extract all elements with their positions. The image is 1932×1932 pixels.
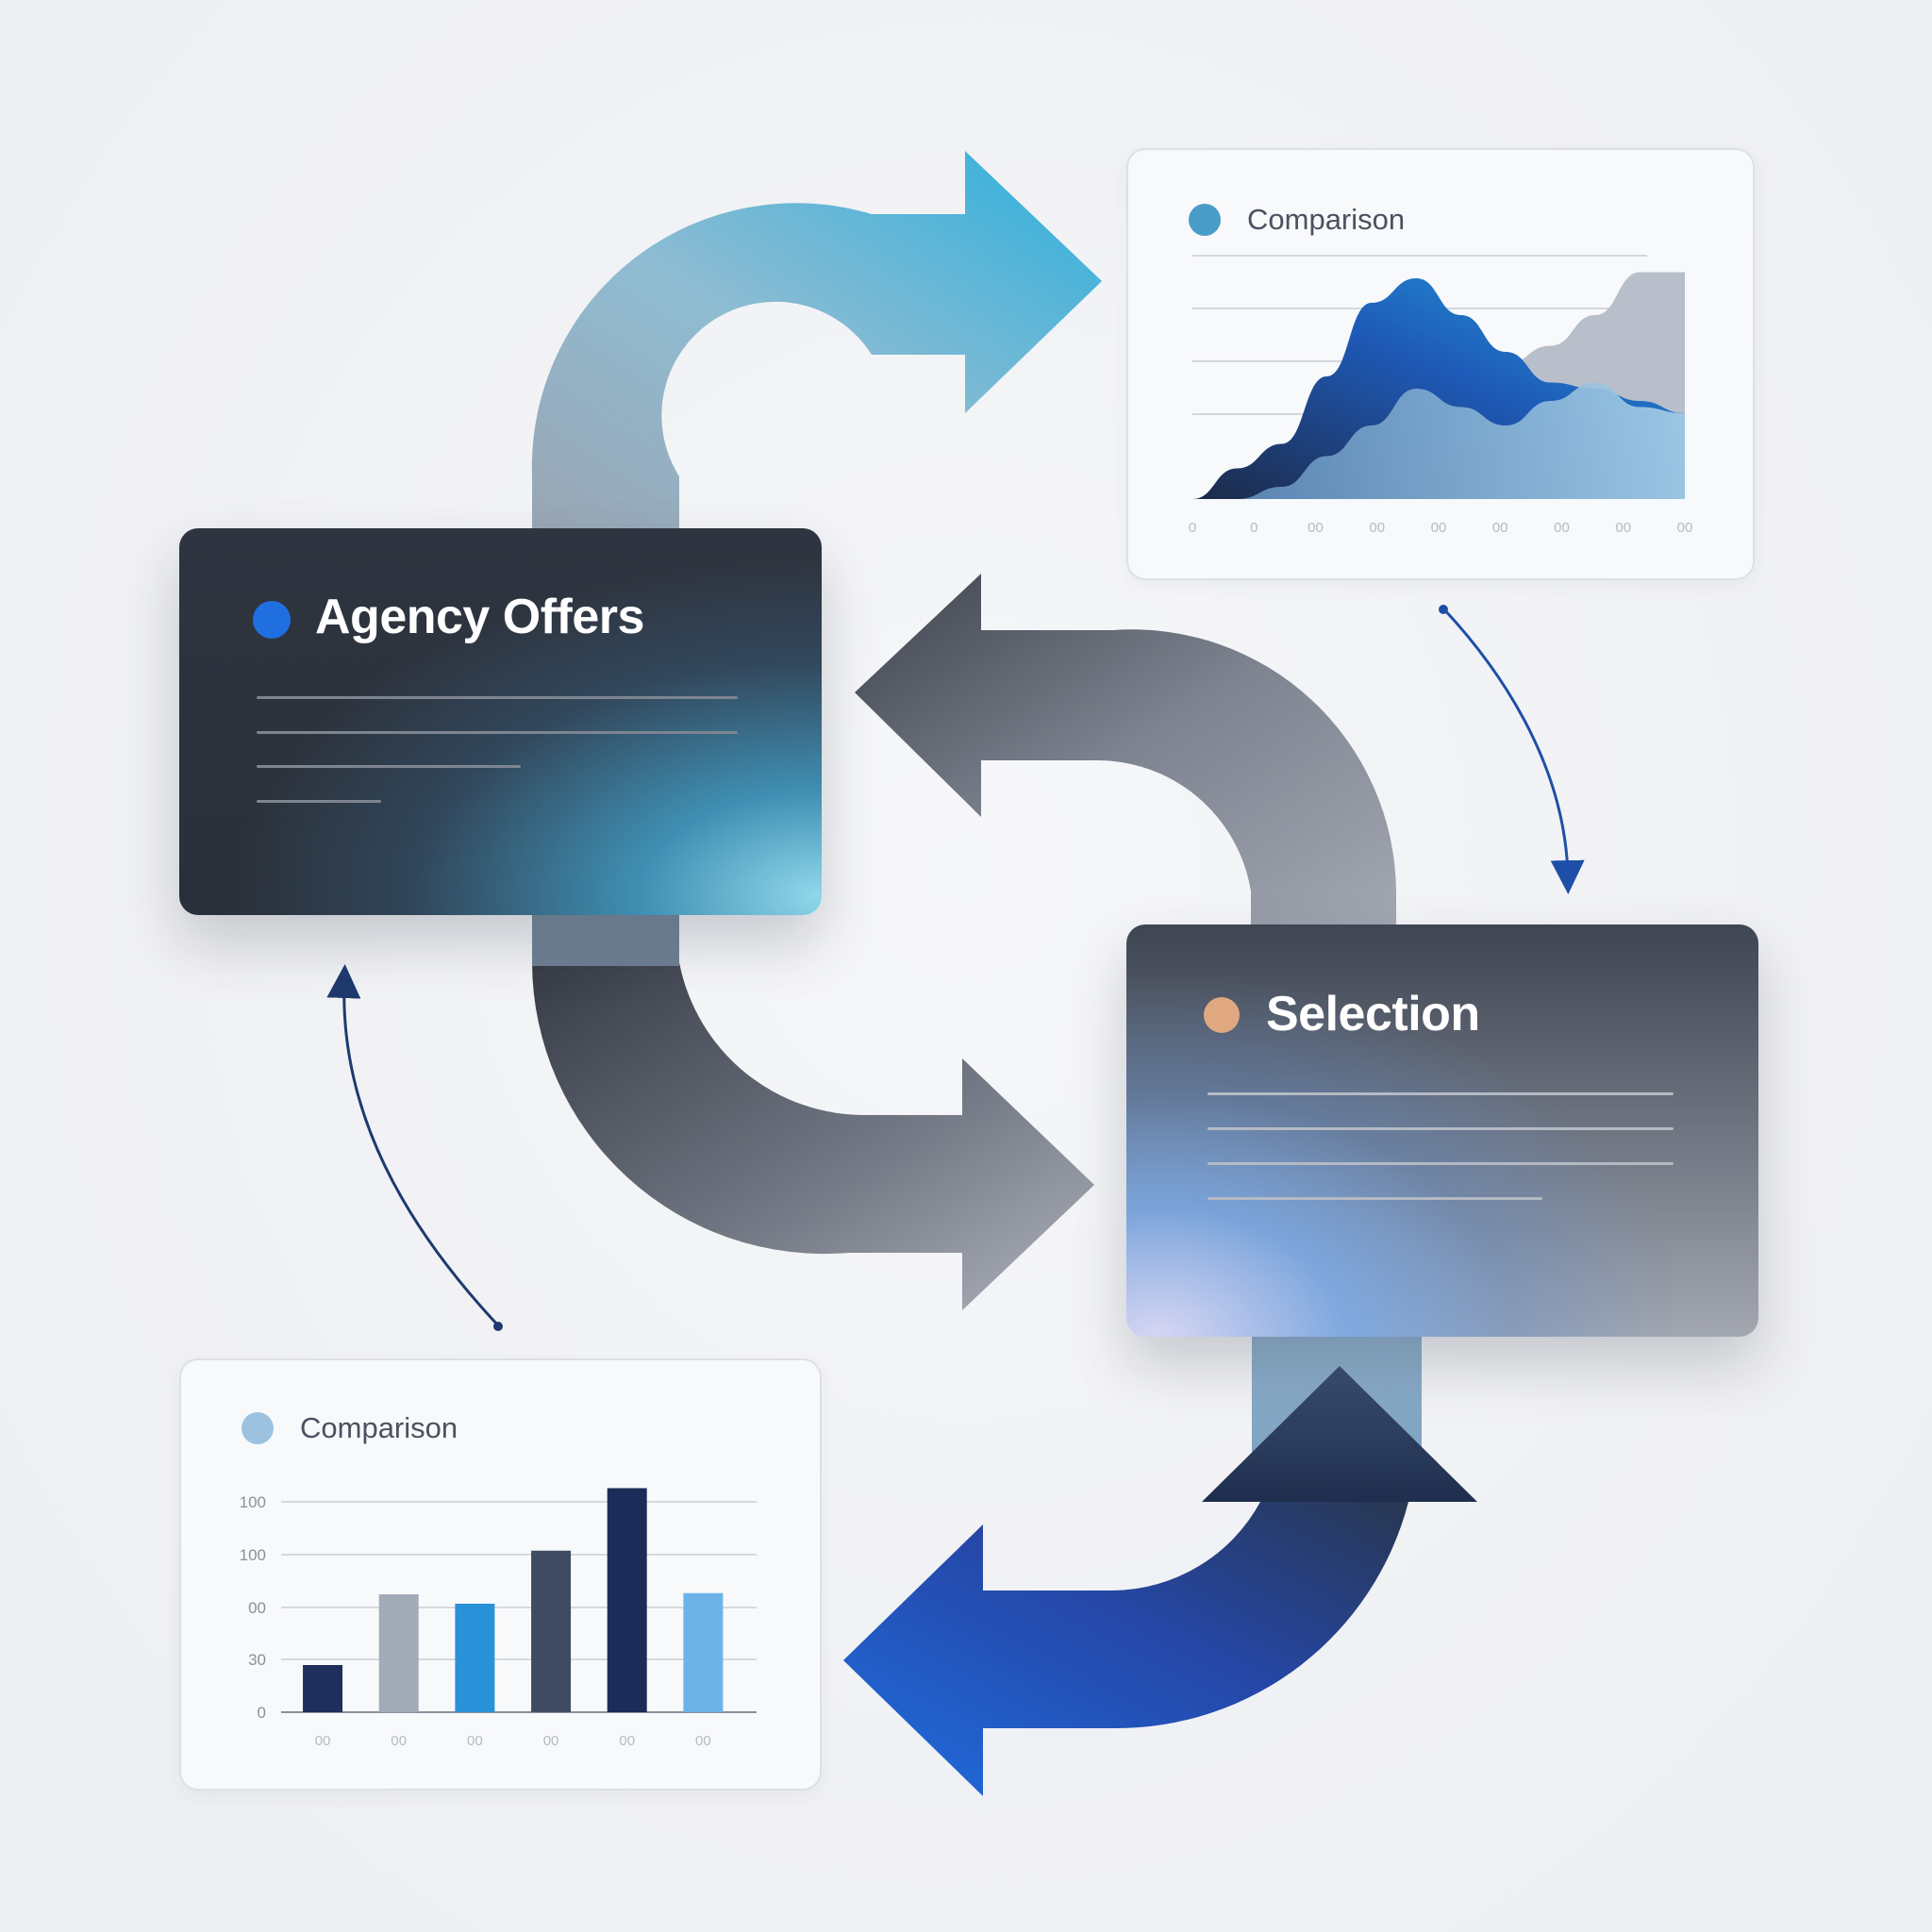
agency-offers-title: Agency Offers [315, 590, 644, 644]
x-tick-label: 00 [543, 1733, 559, 1749]
flow-arrow-bottom-return [843, 1502, 1408, 1796]
bar-chart: 0 30 00 100 100 00 00 00 00 00 00 [240, 1488, 757, 1749]
flow-arrow-bottom-head [1202, 1366, 1477, 1502]
text-line [1208, 1162, 1674, 1165]
text-line [1208, 1197, 1542, 1200]
chart-title: Comparison [300, 1411, 458, 1444]
connector-start-dot [1439, 605, 1448, 614]
bar [607, 1488, 647, 1712]
x-tick-label: 00 [1554, 520, 1570, 536]
x-tick-label: 00 [619, 1733, 635, 1749]
x-tick-label: 00 [1677, 520, 1693, 536]
flow-arrow-to-selection [532, 962, 1094, 1310]
legend-dot [242, 1412, 274, 1444]
y-tick-label: 100 [240, 1493, 266, 1511]
status-dot [1204, 997, 1240, 1033]
flow-arrow-back-to-agency [855, 574, 1396, 924]
bar [531, 1550, 572, 1712]
bar [455, 1604, 495, 1712]
x-tick-label: 00 [1307, 520, 1324, 536]
x-tick-label: 0 [1250, 520, 1257, 536]
text-line [1208, 1127, 1674, 1130]
bar [683, 1592, 724, 1712]
text-line [257, 696, 738, 699]
text-line [257, 765, 521, 768]
bar [303, 1665, 343, 1712]
y-tick-label: 30 [248, 1651, 266, 1669]
x-tick-label: 00 [467, 1733, 483, 1749]
selection-title: Selection [1266, 987, 1480, 1041]
y-tick-label: 0 [258, 1704, 266, 1722]
selection-card[interactable]: Selection [1126, 924, 1758, 1337]
x-tick-label: 00 [1492, 520, 1508, 536]
x-tick-label: 00 [315, 1733, 331, 1749]
connector-bottom-to-agency [326, 964, 500, 1327]
text-line [1208, 1092, 1674, 1095]
x-tick-label: 00 [1369, 520, 1385, 536]
legend-dot [1189, 204, 1221, 236]
chart-title: Comparison [1247, 203, 1406, 236]
connector-end-dot [493, 1322, 503, 1331]
agency-offers-card[interactable]: Agency Offers [179, 528, 822, 915]
x-tick-label: 0 [1189, 520, 1196, 536]
x-tick-label: 00 [695, 1733, 711, 1749]
x-tick-label: 00 [1615, 520, 1631, 536]
bar [378, 1594, 419, 1712]
comparison-bar-chart-card[interactable]: Comparison 0 30 00 100 100 00 00 00 00 00 00 [179, 1358, 822, 1790]
x-tick-label: 00 [391, 1733, 407, 1749]
connector-comparison-to-selection [1441, 607, 1585, 894]
y-tick-label: 00 [248, 1599, 266, 1617]
y-tick-label: 100 [240, 1546, 266, 1564]
text-line [257, 731, 738, 734]
status-dot [253, 601, 291, 639]
x-tick-label: 00 [1431, 520, 1447, 536]
flow-arrow-to-comparison [531, 151, 1102, 528]
area-series-3 [1192, 382, 1685, 499]
text-line [257, 800, 381, 803]
connector-stub-left [532, 911, 679, 966]
